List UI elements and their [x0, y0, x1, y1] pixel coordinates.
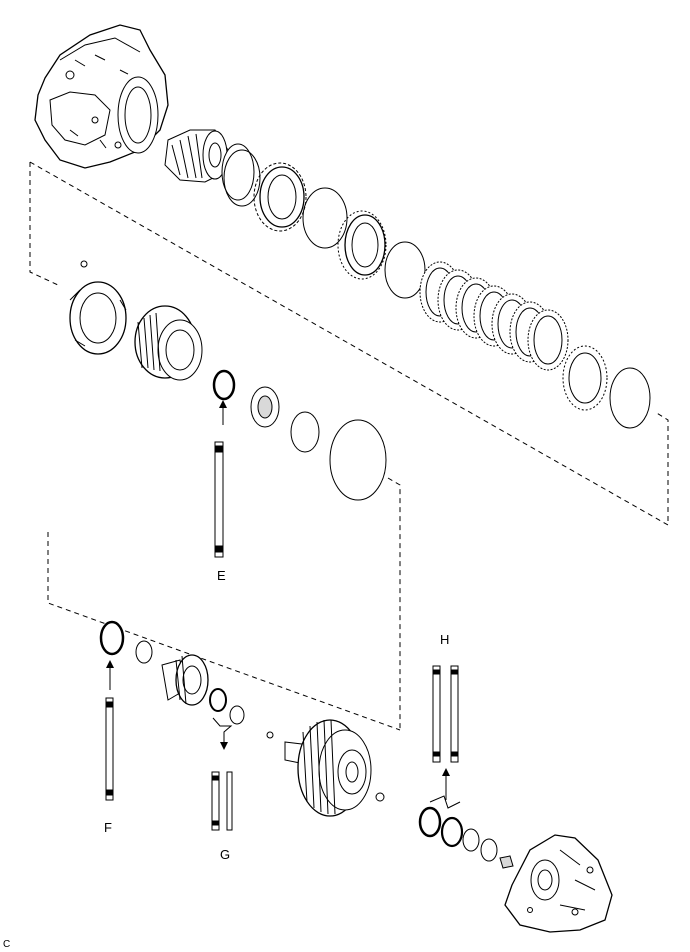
thrust-washer-e [212, 369, 236, 401]
shim [462, 828, 480, 852]
bolt [80, 260, 88, 268]
pressure-plate [562, 345, 608, 411]
clutch-drum-assembly [164, 129, 255, 201]
clutch-retainer [253, 162, 307, 232]
snap-ring [290, 411, 320, 453]
spacer-rod-h [432, 665, 459, 763]
label-f: F [104, 820, 112, 835]
needle-bearing [209, 688, 245, 725]
output-drum [266, 719, 372, 817]
spacer-rod-e [214, 441, 224, 558]
sun-gear [161, 654, 209, 706]
dashed-guide-upper [29, 161, 669, 526]
figure-code: C [3, 939, 11, 950]
snap-ring [609, 367, 651, 429]
arrow-h [429, 774, 461, 809]
snap-ring [135, 640, 153, 664]
dashed-guide-middle [47, 477, 401, 731]
clutch-piston [337, 210, 387, 280]
bushing [499, 855, 514, 869]
arrow-g [212, 717, 233, 750]
thrust-washer-f [99, 620, 125, 656]
thrust-washer-h2 [440, 816, 464, 848]
thrust-washer-h1 [418, 806, 442, 838]
transaxle-case [34, 24, 169, 169]
label-e: E [217, 568, 226, 583]
ring-gear [134, 305, 203, 381]
small-ring [375, 792, 385, 802]
large-snap-ring [329, 419, 387, 501]
shim [480, 838, 498, 862]
clutch-plate-pack [419, 261, 569, 371]
thrust-bearing [250, 386, 280, 428]
spacer-rod-g [211, 771, 233, 831]
transaxle-housing [504, 834, 613, 933]
snap-ring [302, 187, 348, 249]
snap-ring [223, 149, 261, 207]
label-h: H [440, 632, 450, 647]
brake-hub [69, 281, 127, 355]
snap-ring [384, 241, 426, 299]
spacer-rod-f [105, 697, 114, 801]
label-g: G [220, 847, 231, 862]
